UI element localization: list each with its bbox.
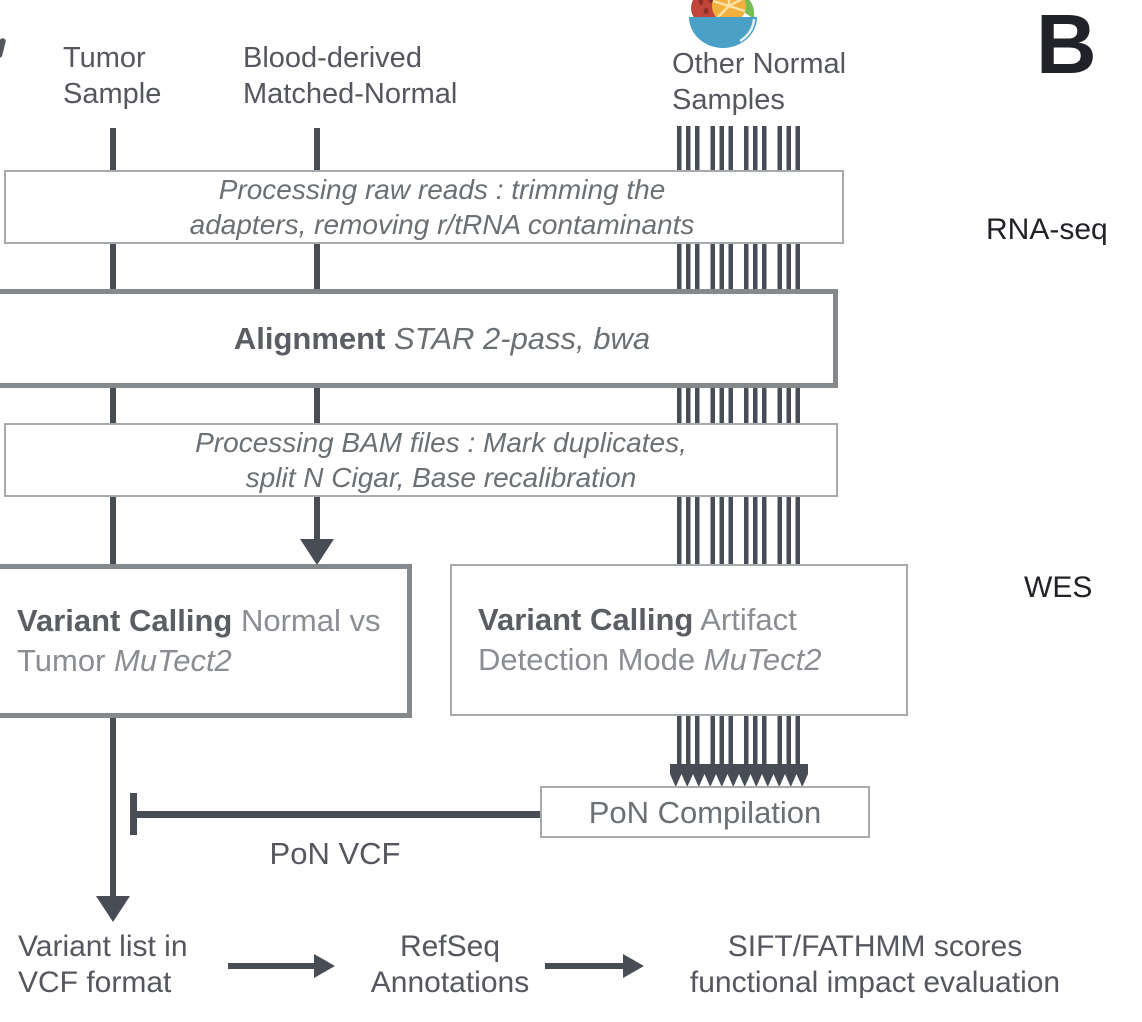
column-header-blood-normal: Blood-derived Matched-Normal xyxy=(243,42,458,110)
label-wes: WES xyxy=(1024,571,1093,604)
column-header-other-normal: Other Normal Samples xyxy=(672,48,847,116)
flow-arrow-2-head xyxy=(623,954,644,978)
vc-tumor-title: Variant Calling xyxy=(17,603,233,638)
box-bam-processing: Processing BAM files : Mark duplicates, … xyxy=(4,423,838,497)
vc-artifact-title: Variant Calling xyxy=(478,602,694,637)
flow-arrow-1-head xyxy=(314,954,335,978)
output-refseq: RefSeq Annotations xyxy=(370,930,530,999)
pon-vcf-line xyxy=(137,811,540,818)
arrow-blood-to-variant-calling xyxy=(300,539,334,565)
vc-artifact-mode: Artifact Detection Mode xyxy=(478,602,797,677)
sample-line-tumor xyxy=(110,128,116,898)
inhibitor-bar xyxy=(130,793,137,835)
box-pon-compilation: PoN Compilation xyxy=(540,786,870,838)
pon-arrow-cluster xyxy=(670,764,808,787)
box-raw-read-processing: Processing raw reads : trimming the adap… xyxy=(4,170,844,244)
panel-label: B xyxy=(1036,0,1097,91)
box-variant-calling-tumor-text: Variant Calling Normal vs Tumor MuTect2 xyxy=(17,601,399,681)
label-rna-seq: RNA-seq xyxy=(986,213,1108,246)
alignment-title: Alignment xyxy=(233,320,386,356)
box-alignment-text: Alignment STAR 2-pass, bwa xyxy=(51,319,833,359)
box-variant-calling-artifact: Variant Calling Artifact Detection Mode … xyxy=(450,564,908,716)
flow-arrow-2-line xyxy=(545,963,623,969)
fruit-bowl-icon xyxy=(689,0,757,48)
vc-artifact-tool: MuTect2 xyxy=(703,642,822,677)
pon-vcf-label: PoN VCF xyxy=(269,836,401,871)
vc-tumor-tool: MuTect2 xyxy=(114,643,232,678)
box-bam-processing-text: Processing BAM files : Mark duplicates, … xyxy=(195,427,687,493)
box-variant-calling-artifact-text: Variant Calling Artifact Detection Mode … xyxy=(478,600,896,680)
output-variant-list: Variant list in VCF format xyxy=(18,930,188,999)
output-sift: SIFT/FATHMM scores functional impact eva… xyxy=(689,930,1061,999)
alignment-tools: STAR 2-pass, bwa xyxy=(394,320,651,356)
box-pon-compilation-text: PoN Compilation xyxy=(588,794,822,830)
box-variant-calling-tumor: Variant Calling Normal vs Tumor MuTect2 xyxy=(0,564,412,718)
box-alignment: Alignment STAR 2-pass, bwa xyxy=(0,289,838,388)
box-raw-read-processing-text: Processing raw reads : trimming the adap… xyxy=(189,174,695,240)
column-header-tumor: Tumor Sample xyxy=(63,42,162,110)
cropped-glyph-fragment xyxy=(0,37,7,59)
vc-tumor-mode: Normal vs Tumor xyxy=(17,603,381,678)
flow-arrow-1-line xyxy=(228,963,314,969)
arrow-tumor-to-output xyxy=(96,896,130,922)
